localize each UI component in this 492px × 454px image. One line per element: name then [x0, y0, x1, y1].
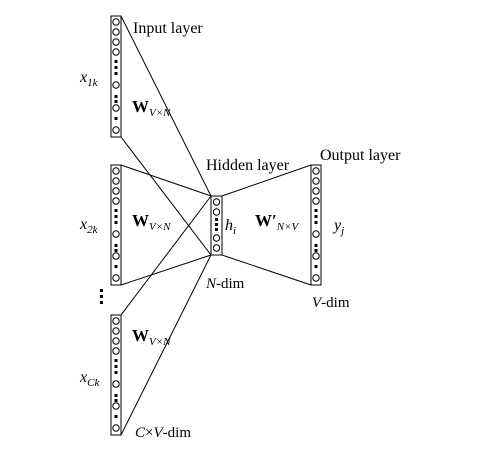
- edge-input2-bottom-to-hidden: [120, 254, 212, 286]
- hidden-neurons: [212, 198, 221, 252]
- output-ellipsis: [314, 209, 318, 268]
- input-layer-3: [110, 314, 122, 436]
- n-dim-label: N-dim: [205, 276, 245, 292]
- x1k-label: x1k: [79, 69, 99, 89]
- output-neurons: [312, 167, 320, 282]
- layers-ellipsis: [100, 289, 103, 304]
- input-layer-2: [110, 164, 122, 286]
- v-dim-label: V-dim: [312, 295, 350, 311]
- edge-hidden-top-to-output: [221, 164, 312, 197]
- cv-dim-label: C×V-dim: [135, 425, 191, 441]
- edge-input3-top-to-hidden: [120, 195, 212, 316]
- output-layer-title: Output layer: [320, 147, 401, 164]
- output-layer: [310, 164, 322, 286]
- edge-input1-bottom-to-hidden: [120, 136, 212, 256]
- hi-label: hi: [225, 217, 236, 237]
- input-1-ellipsis: [114, 60, 118, 120]
- input-3-ellipsis: [114, 359, 118, 418]
- edge-hidden-bottom-to-output: [221, 254, 312, 286]
- w3-label: WV×N: [132, 326, 171, 348]
- xck-label: xCk: [79, 369, 100, 389]
- w-prime-label: W′N×V: [255, 211, 300, 233]
- edge-input2-top-to-hidden: [120, 164, 212, 197]
- input-3-neurons: [112, 317, 120, 432]
- w2-label: WV×N: [132, 211, 171, 233]
- yj-label: yj: [332, 217, 344, 237]
- input-layer-1: [110, 15, 122, 138]
- w1-label: WV×N: [132, 97, 171, 119]
- x2k-label: x2k: [79, 216, 99, 236]
- hidden-layer-title: Hidden layer: [206, 157, 290, 174]
- input-2-neurons: [112, 167, 120, 282]
- input-2-ellipsis: [114, 209, 118, 268]
- hidden-layer: [210, 195, 223, 256]
- hidden-ellipsis: [215, 218, 218, 231]
- edge-input1-top-to-hidden: [120, 15, 212, 197]
- input-layer-title: Input layer: [133, 20, 203, 37]
- input-1-neurons: [112, 18, 120, 134]
- edge-input3-bottom-to-hidden: [120, 254, 212, 436]
